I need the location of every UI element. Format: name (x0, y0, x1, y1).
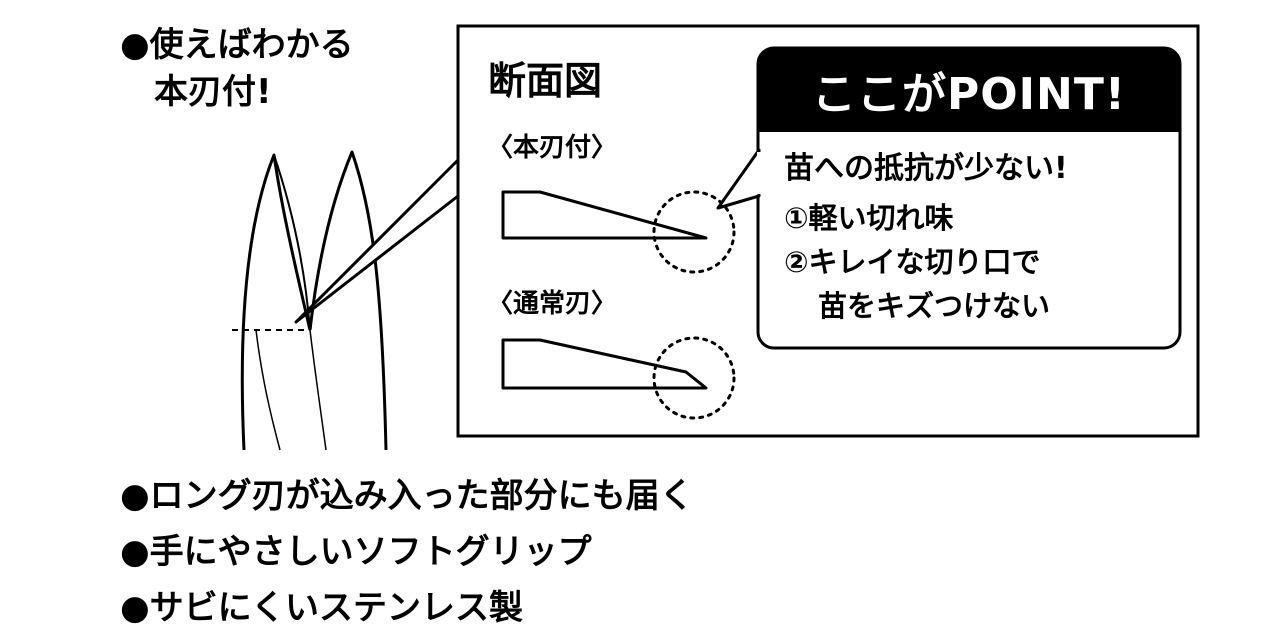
point-body: 苗への抵抗が少ない! ①軽い切れ味 ②キレイな切り口で 苗をキズつけない (784, 146, 1174, 328)
point-header: ここがPOINT! (812, 69, 1126, 120)
point-item-3: 苗をキズつけない (818, 289, 1051, 323)
tsujo-label: 〈通常刃〉 (487, 289, 618, 319)
honba-edge-highlight-circle (652, 190, 736, 274)
top-feature-line-2: 本刃付! (154, 72, 272, 112)
right-blade-outline (308, 150, 388, 451)
blade-pointer-wedge (294, 158, 460, 324)
left-blade-outline (240, 153, 312, 451)
point-callout-tail (716, 148, 761, 210)
point-item-2: ②キレイな切り口で (784, 245, 1041, 279)
left-blade-inner-edge (255, 329, 281, 451)
feature-soft-grip: ●手にやさしいソフトグリップ (120, 532, 592, 572)
feature-long-blade: ●ロング刃が込み入った部分にも届く (120, 476, 694, 516)
cross-section-title: 断面図 (488, 59, 603, 103)
honba-label: 〈本刃付〉 (487, 133, 618, 163)
top-feature-text: ●使えばわかる 本刃付! (120, 22, 354, 116)
tsujo-edge-highlight-circle (652, 336, 736, 420)
right-blade-inner-edge (309, 329, 327, 451)
honba-cross-section-shape (501, 190, 708, 240)
top-feature-line-1: ●使えばわかる (120, 25, 354, 65)
point-callout-header-bg (758, 48, 1180, 132)
point-item-1: ①軽い切れ味 (784, 201, 954, 235)
point-headline: 苗への抵抗が少ない! (784, 151, 1068, 186)
bottom-feature-list: ●ロング刃が込み入った部分にも届く ●手にやさしいソフトグリップ ●サビにくいス… (120, 468, 694, 636)
tsujo-cross-section-shape (501, 338, 708, 390)
cross-section-frame (456, 24, 1200, 438)
feature-stainless: ●サビにくいステンレス製 (120, 588, 523, 628)
scissors-blades-illustration (232, 150, 388, 451)
